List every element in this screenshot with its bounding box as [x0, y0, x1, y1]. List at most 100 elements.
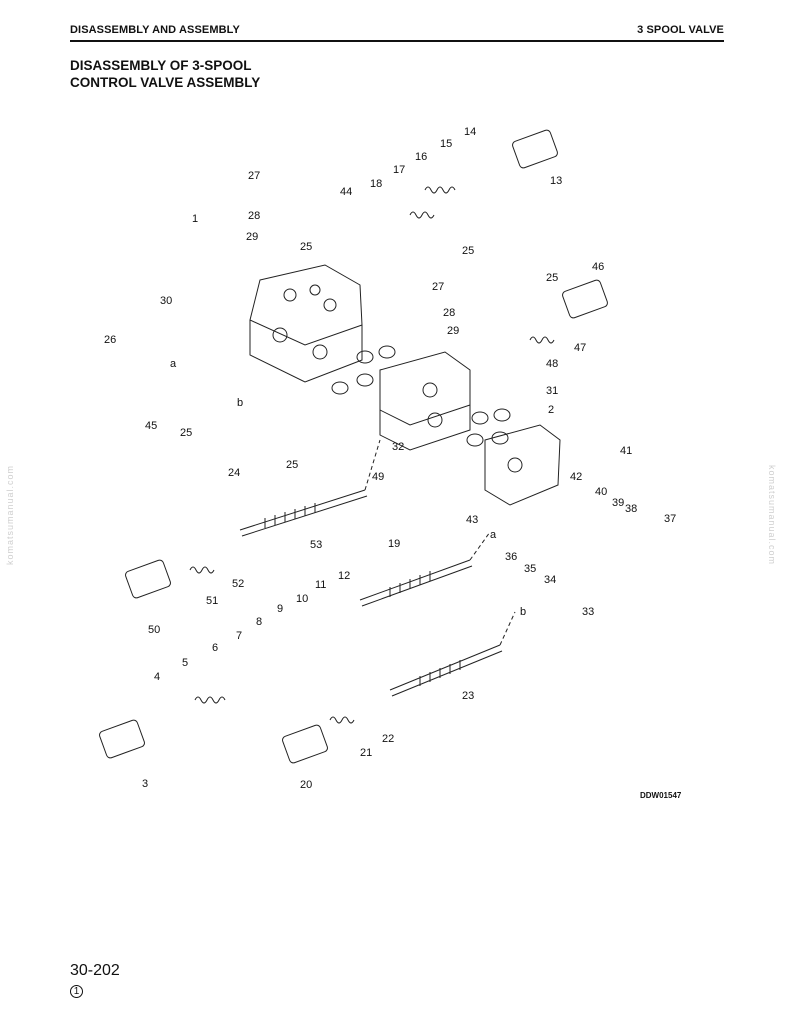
callout: 36 — [505, 551, 517, 563]
callout: 27 — [432, 281, 444, 293]
o-ring — [491, 431, 509, 445]
o-ring — [466, 433, 484, 447]
callout: 28 — [248, 210, 260, 222]
revision-mark: 1 — [70, 985, 83, 998]
port-circle — [272, 327, 288, 343]
valve-body-49-side — [379, 405, 471, 451]
cap-13 — [512, 129, 558, 169]
callout: 11 — [315, 579, 326, 591]
callout: 2 — [548, 404, 554, 416]
watermark-right: komatsumanual.com — [767, 464, 778, 566]
callout: 20 — [300, 779, 312, 791]
page-title-line-2: CONTROL VALVE ASSEMBLY — [70, 75, 261, 90]
watermark-left: komatsumanual.com — [5, 464, 16, 566]
callout: 15 — [440, 138, 452, 150]
spring-21 — [329, 716, 355, 724]
spring-47 — [529, 336, 555, 344]
port-circle — [309, 284, 321, 296]
page-title: DISASSEMBLY OF 3-SPOOL CONTROL VALVE ASS… — [70, 57, 260, 91]
callout: 5 — [182, 657, 188, 669]
spring-5 — [194, 696, 226, 704]
callout: 18 — [370, 178, 382, 190]
callout: 25 — [462, 245, 474, 257]
callout: a — [170, 358, 177, 370]
valve-body-1-shape — [249, 264, 363, 346]
callout: 40 — [595, 486, 607, 498]
callout: a — [490, 529, 497, 541]
callout: 46 — [592, 261, 604, 273]
spring-51 — [189, 566, 215, 574]
o-ring — [493, 408, 511, 422]
callout: 33 — [582, 606, 594, 618]
port-circle — [323, 298, 337, 312]
cap-3 — [99, 719, 145, 759]
callout: 52 — [232, 578, 244, 590]
callout: 30 — [160, 295, 172, 307]
callout: 27 — [248, 170, 260, 182]
spring-15 — [424, 186, 456, 194]
callout: 21 — [360, 747, 372, 759]
header-component-title: 3 SPOOL VALVE — [637, 24, 724, 36]
callouts: 1 2 3 4 5 6 7 8 9 10 11 12 13 14 15 16 1… — [104, 126, 676, 791]
callout: 13 — [550, 175, 562, 187]
page-number: 30-202 — [70, 962, 120, 979]
callout: 53 — [310, 539, 322, 551]
port-circle — [422, 382, 438, 398]
callout: 25 — [300, 241, 312, 253]
callout: 42 — [570, 471, 582, 483]
spool-53 — [239, 489, 368, 537]
callout: 32 — [392, 441, 404, 453]
callout: 26 — [104, 334, 116, 346]
callout: 28 — [443, 307, 455, 319]
assembly-lines — [364, 439, 516, 646]
header-section-title: DISASSEMBLY AND ASSEMBLY — [70, 24, 240, 36]
port-circle — [507, 457, 523, 473]
callout: 9 — [277, 603, 283, 615]
callout: 22 — [382, 733, 394, 745]
spool-23 — [389, 644, 503, 697]
o-ring — [378, 345, 396, 359]
valve-body-2-shape — [484, 424, 561, 506]
callout: 31 — [546, 385, 558, 397]
callout: b — [237, 397, 243, 409]
callout: 35 — [524, 563, 536, 575]
o-ring — [331, 381, 349, 395]
callout: 3 — [142, 778, 148, 790]
callout: 12 — [338, 570, 350, 582]
callout: 25 — [180, 427, 192, 439]
port-circle — [427, 412, 443, 428]
drawing-code: DDW01547 — [640, 791, 682, 800]
callout: 51 — [206, 595, 218, 607]
callout: 43 — [466, 514, 478, 526]
callout: 6 — [212, 642, 218, 654]
spool-19 — [359, 559, 473, 607]
callout: 23 — [462, 690, 474, 702]
callout: 25 — [286, 459, 298, 471]
cap-20 — [282, 724, 328, 764]
callout: 16 — [415, 151, 427, 163]
callout: 39 — [612, 497, 624, 509]
callout: 37 — [664, 513, 676, 525]
o-ring — [356, 373, 374, 387]
callout: 29 — [246, 231, 258, 243]
callout: 7 — [236, 630, 242, 642]
callout: 49 — [372, 471, 384, 483]
spring-17 — [409, 211, 435, 219]
callout: 4 — [154, 671, 160, 683]
callout: 1 — [192, 213, 198, 225]
callout: 34 — [544, 574, 556, 586]
valve-drawing — [99, 129, 608, 764]
exploded-view-svg: 1 2 3 4 5 6 7 8 9 10 11 12 13 14 15 16 1… — [99, 126, 676, 791]
callout: 17 — [393, 164, 405, 176]
callout: b — [520, 606, 526, 618]
page-title-line-1: DISASSEMBLY OF 3-SPOOL — [70, 58, 252, 73]
valve-body-1-side — [249, 320, 363, 383]
page-header: DISASSEMBLY AND ASSEMBLY 3 SPOOL VALVE — [70, 22, 724, 42]
callout: 24 — [228, 467, 240, 479]
callout: 25 — [546, 272, 558, 284]
o-ring — [356, 350, 374, 364]
callout: 41 — [620, 445, 632, 457]
callout: 38 — [625, 503, 637, 515]
port-circle — [312, 344, 328, 360]
callout: 29 — [447, 325, 459, 337]
